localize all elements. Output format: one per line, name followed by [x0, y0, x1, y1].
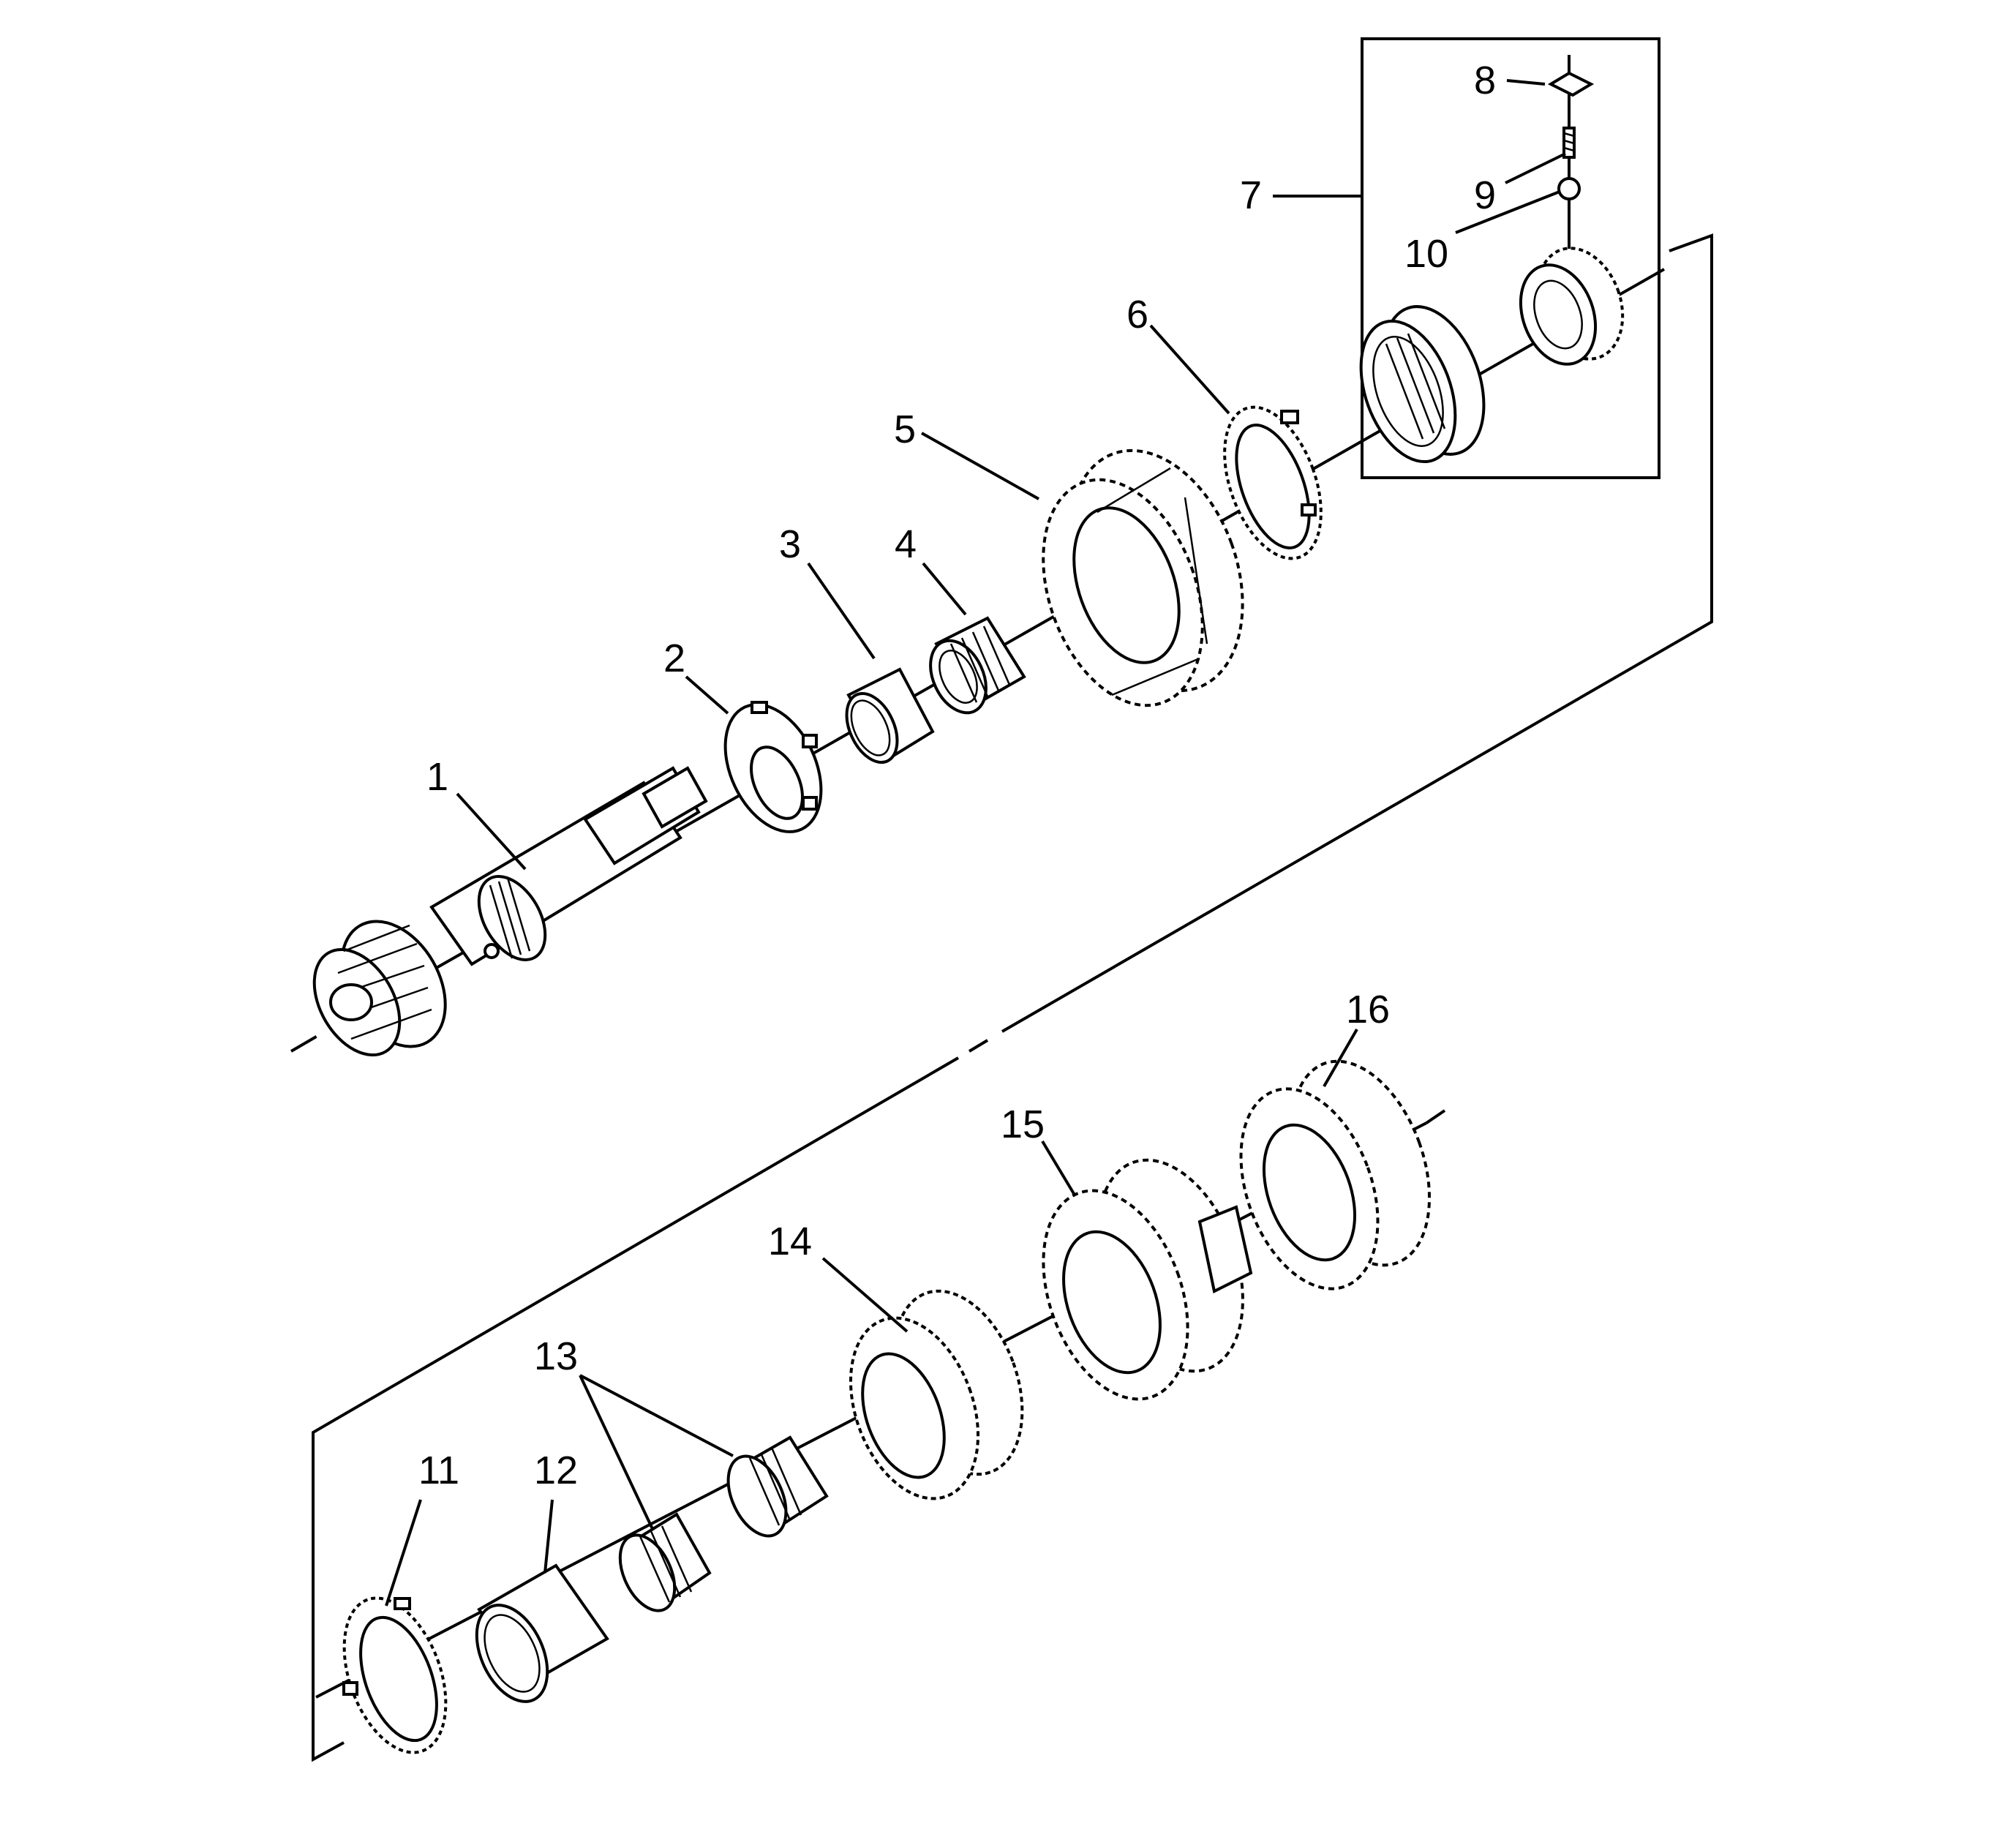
callout-13: 13 [534, 1334, 578, 1378]
synchronizer-ring-upper [1223, 405, 1323, 560]
callout-2: 2 [663, 636, 685, 680]
callout-1: 1 [426, 755, 448, 799]
callout-5: 5 [894, 407, 916, 451]
detail-box [1361, 37, 1660, 479]
gear-15 [1042, 1158, 1253, 1401]
large-helical-gear [1042, 448, 1244, 707]
mainshaft [312, 766, 708, 1057]
callout-11: 11 [418, 1449, 459, 1492]
sleeve-bushing [845, 667, 935, 764]
gear-with-clutch-teeth [849, 1289, 1024, 1500]
callout-6: 6 [1127, 293, 1148, 337]
callout-16: 16 [1346, 988, 1390, 1032]
callout-8: 8 [1474, 59, 1496, 102]
callout-4: 4 [895, 522, 917, 566]
callout-7: 7 [1240, 173, 1262, 217]
detent-parts [1547, 55, 1595, 249]
needle-bearing-upper [929, 616, 1026, 715]
callout-3: 3 [779, 522, 801, 566]
callout-9: 9 [1474, 173, 1496, 217]
gear-16 [1239, 1059, 1432, 1290]
synchronizer-ring-lower [342, 1596, 448, 1754]
callout-15: 15 [1001, 1102, 1045, 1146]
callouts: 1 2 3 4 5 6 7 8 9 10 11 12 13 14 15 16 [418, 59, 1496, 1492]
needle-bearings-lower [618, 1435, 829, 1612]
callout-10: 10 [1404, 232, 1448, 276]
synchronizer-assembly [1359, 247, 1625, 464]
leader-lines [385, 79, 1566, 1607]
lower-sleeve [475, 1563, 609, 1703]
callout-14: 14 [768, 1220, 812, 1263]
thrust-washer [723, 701, 823, 833]
callout-12: 12 [534, 1449, 578, 1492]
connection-bracket [312, 233, 1713, 1762]
